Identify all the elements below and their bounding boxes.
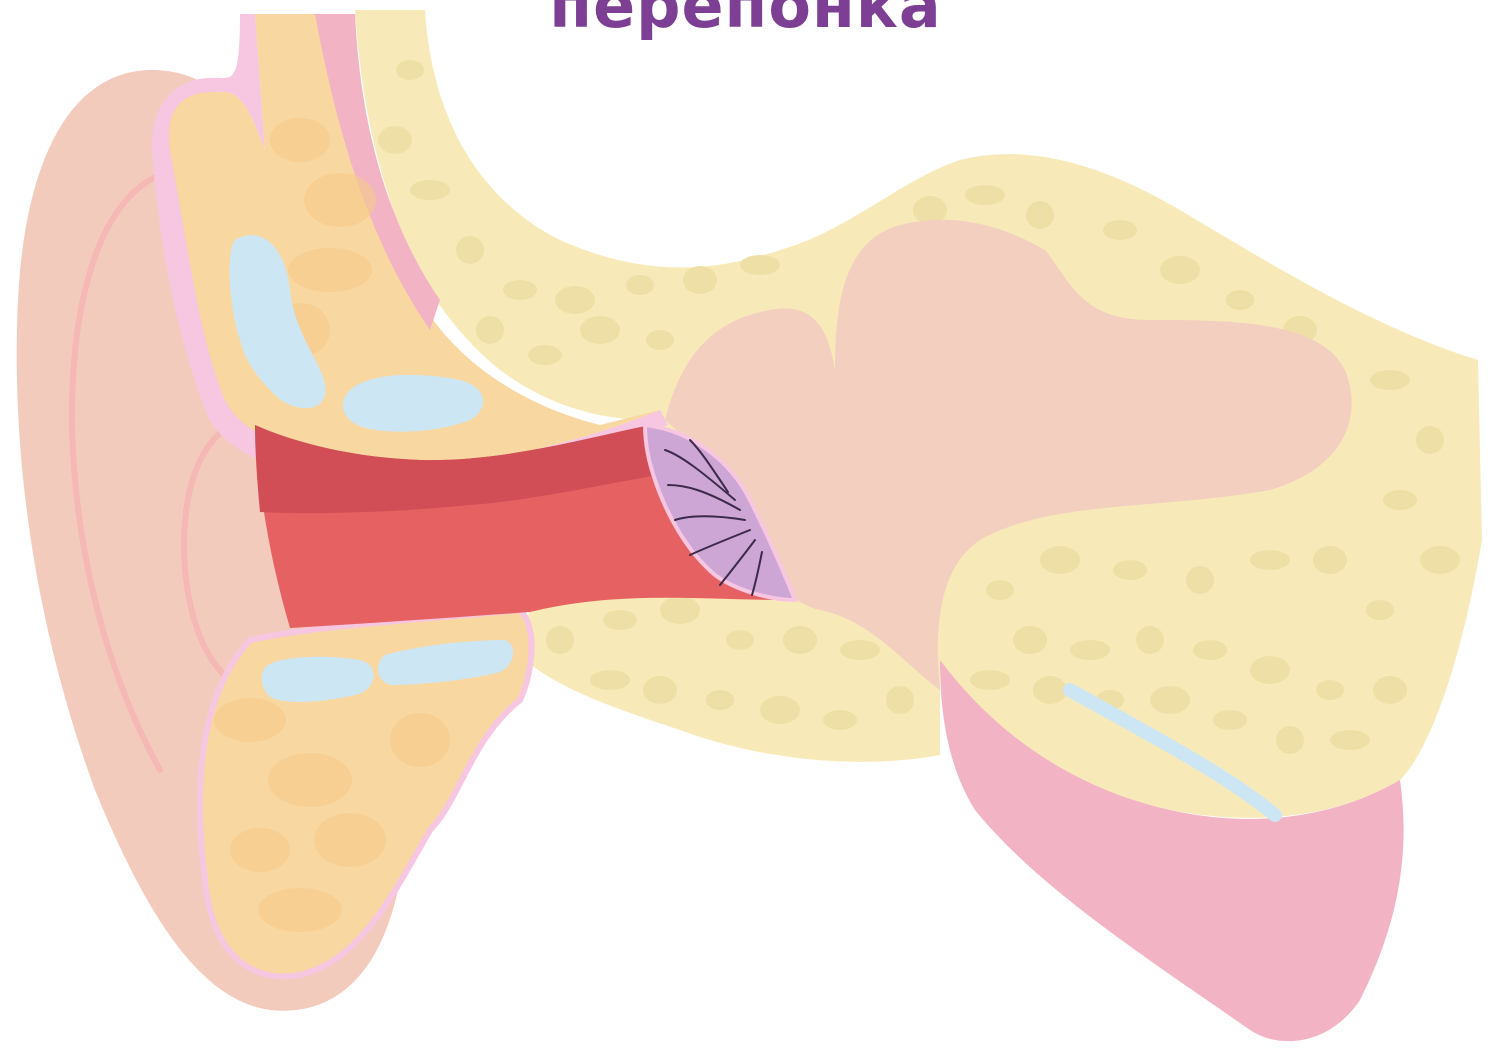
bone-pore — [1160, 256, 1200, 284]
bone-pore — [1366, 600, 1394, 620]
bone-pore — [1370, 370, 1410, 390]
bone-pore — [643, 676, 677, 704]
bone-pore — [476, 316, 504, 344]
bone-pore — [760, 696, 800, 724]
cartilage-spot — [258, 888, 342, 932]
bone-pore — [823, 710, 857, 730]
bone-pore — [410, 180, 450, 200]
bone-pore — [603, 610, 637, 630]
bone-pore — [1330, 730, 1370, 750]
bone-pore — [965, 185, 1005, 205]
bone-pore — [1316, 680, 1344, 700]
bone-pore — [1193, 640, 1227, 660]
bone-pore — [1250, 656, 1290, 684]
bone-pore — [546, 626, 574, 654]
bone-pore — [1416, 426, 1444, 454]
bone-pore — [740, 255, 780, 275]
bone-pore — [706, 690, 734, 710]
bone-pore — [378, 126, 412, 154]
bone-pore — [1150, 686, 1190, 714]
bone-pore — [646, 330, 674, 350]
bone-pore — [456, 236, 484, 264]
bone-pore — [528, 345, 562, 365]
bone-pore — [1113, 560, 1147, 580]
bone-pore — [1040, 546, 1080, 574]
bone-pore — [1250, 550, 1290, 570]
bone-pore — [1276, 726, 1304, 754]
bone-pore — [1383, 490, 1417, 510]
cartilage-spot — [214, 698, 286, 742]
bone-pore — [590, 670, 630, 690]
bone-pore — [1070, 640, 1110, 660]
bone-pore — [970, 670, 1010, 690]
bone-pore — [626, 275, 654, 295]
bone-pore — [580, 316, 620, 344]
bone-pore — [1313, 546, 1347, 574]
bone-pore — [1373, 676, 1407, 704]
bone-pore — [1136, 626, 1164, 654]
bone-pore — [1103, 220, 1137, 240]
bone-pore — [683, 266, 717, 294]
bone-pore — [396, 60, 424, 80]
bone-pore — [1026, 201, 1054, 229]
bone-pore — [555, 286, 595, 314]
bone-pore — [1013, 626, 1047, 654]
bone-pore — [1213, 710, 1247, 730]
cartilage-spot — [390, 713, 450, 767]
bone-pore — [783, 626, 817, 654]
bone-pore — [1186, 566, 1214, 594]
bone-pore — [886, 686, 914, 714]
bone-pore — [986, 580, 1014, 600]
cartilage-spot — [270, 118, 330, 162]
bone-pore — [660, 596, 700, 624]
cartilage-spot — [230, 828, 290, 872]
bone-pore — [840, 640, 880, 660]
cartilage-spot — [314, 813, 386, 867]
bone-pore — [726, 630, 754, 650]
cartilage-spot — [304, 173, 376, 227]
bone-pore — [503, 280, 537, 300]
bone-pore — [1420, 546, 1460, 574]
bone-pore — [1033, 676, 1067, 704]
bone-pore — [1226, 290, 1254, 310]
cartilage-spot — [288, 248, 372, 292]
cartilage-spot — [268, 753, 352, 807]
